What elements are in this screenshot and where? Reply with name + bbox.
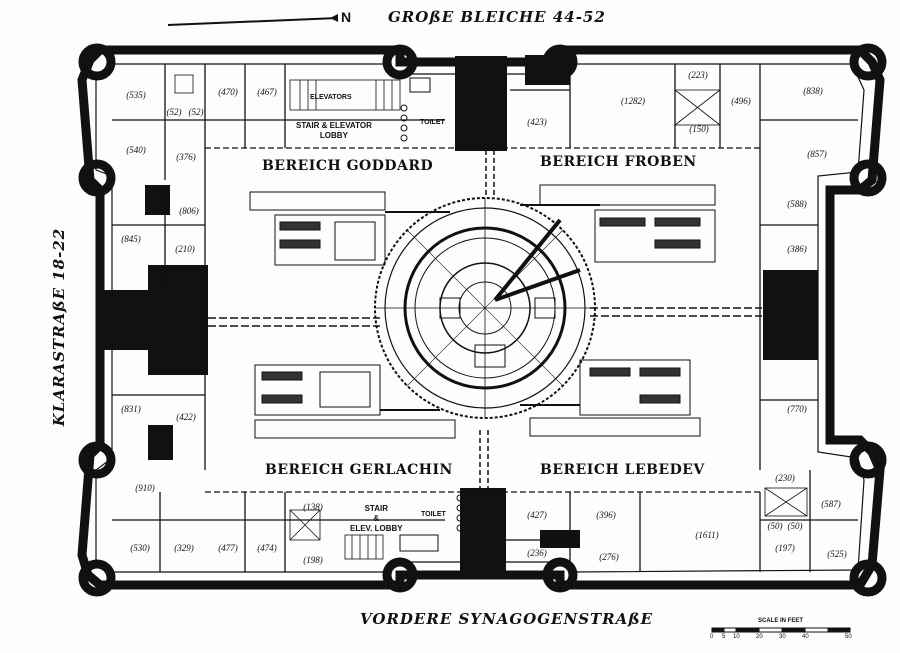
room-label: (770) [787, 404, 807, 414]
room-label: (50) [787, 521, 803, 531]
scale-tick: 30 [779, 634, 786, 640]
north-label: N [341, 9, 352, 25]
bottom-lobby-label: STAIR & ELEV. LOBBY [350, 504, 403, 533]
room-label: (198) [303, 555, 323, 565]
room-label: (376) [176, 152, 196, 162]
street-bottom-label: VORDERE SYNAGOGENSTRAßE [360, 610, 654, 628]
room-label: (276) [599, 552, 619, 562]
room-label: (52) [166, 107, 182, 117]
zone-lebedev-label: BEREICH LEBEDEV [540, 462, 705, 478]
stair-hatching [174, 74, 808, 560]
room-label: (910) [135, 483, 155, 493]
scale-title: SCALE IN FEET [758, 618, 804, 624]
central-rotunda [374, 197, 596, 419]
scale-tick: 50 [845, 634, 852, 640]
room-label: (236) [527, 548, 547, 558]
room-label: (223) [688, 70, 708, 80]
room-label: (477) [218, 543, 238, 553]
equipment-gerlachin [254, 364, 456, 439]
street-left-label: KLARASTRAßE 18-22 [50, 227, 69, 427]
room-label: (423) [527, 117, 547, 127]
zone-goddard-label: BEREICH GODDARD [262, 158, 434, 174]
room-label: (525) [827, 549, 847, 559]
toilet-top-label: TOILET [420, 119, 445, 126]
equipment-froben [520, 184, 716, 263]
street-top-label: GROßE BLEICHE 44-52 [388, 8, 606, 26]
room-label: (210) [175, 244, 195, 254]
elevators-label: ELEVATORS [310, 94, 352, 101]
room-label: (857) [807, 149, 827, 159]
room-label: (470) [218, 87, 238, 97]
scale-tick: 0 [710, 634, 714, 640]
room-label: (329) [174, 543, 194, 553]
room-label: (845) [121, 234, 141, 244]
room-label: (588) [787, 199, 807, 209]
room-label: (535) [126, 90, 146, 100]
toilet-fixtures [399, 77, 464, 552]
room-label: (427) [527, 510, 547, 520]
equipment-lebedev [520, 359, 701, 437]
scale-bar [711, 627, 851, 633]
top-lobby-label: STAIR & ELEVATOR LOBBY [296, 121, 372, 140]
room-label: (1611) [695, 530, 719, 540]
corridors [208, 150, 762, 490]
zone-froben-label: BEREICH FROBEN [540, 154, 697, 170]
room-label: (467) [257, 87, 277, 97]
toilet-bottom-label: TOILET [421, 511, 446, 518]
room-label: (530) [130, 543, 150, 553]
room-label: (1282) [621, 96, 645, 106]
zone-gerlachin-label: BEREICH GERLACHIN [265, 462, 453, 478]
room-label: (396) [596, 510, 616, 520]
room-label: (52) [188, 107, 204, 117]
room-label: (138) [303, 502, 323, 512]
equipment-goddard [249, 191, 450, 266]
room-label: (806) [179, 206, 199, 216]
room-label: (587) [821, 499, 841, 509]
room-label: (831) [121, 404, 141, 414]
scale-tick: 5 [722, 634, 726, 640]
room-label: (230) [775, 473, 795, 483]
scale-tick: 20 [756, 634, 763, 640]
room-label: (422) [176, 412, 196, 422]
room-label: (496) [731, 96, 751, 106]
room-label: (50) [767, 521, 783, 531]
room-label: (540) [126, 145, 146, 155]
interior-walls [112, 64, 858, 572]
solid-masses [103, 55, 818, 578]
room-label: (150) [689, 124, 709, 134]
scale-tick: 40 [802, 634, 809, 640]
room-label: (386) [787, 244, 807, 254]
corner-towers [78, 43, 887, 597]
room-label: (838) [803, 86, 823, 96]
room-label: (474) [257, 543, 277, 553]
room-label: (197) [775, 543, 795, 553]
north-arrow-icon [167, 14, 339, 26]
scale-tick: 10 [733, 634, 740, 640]
